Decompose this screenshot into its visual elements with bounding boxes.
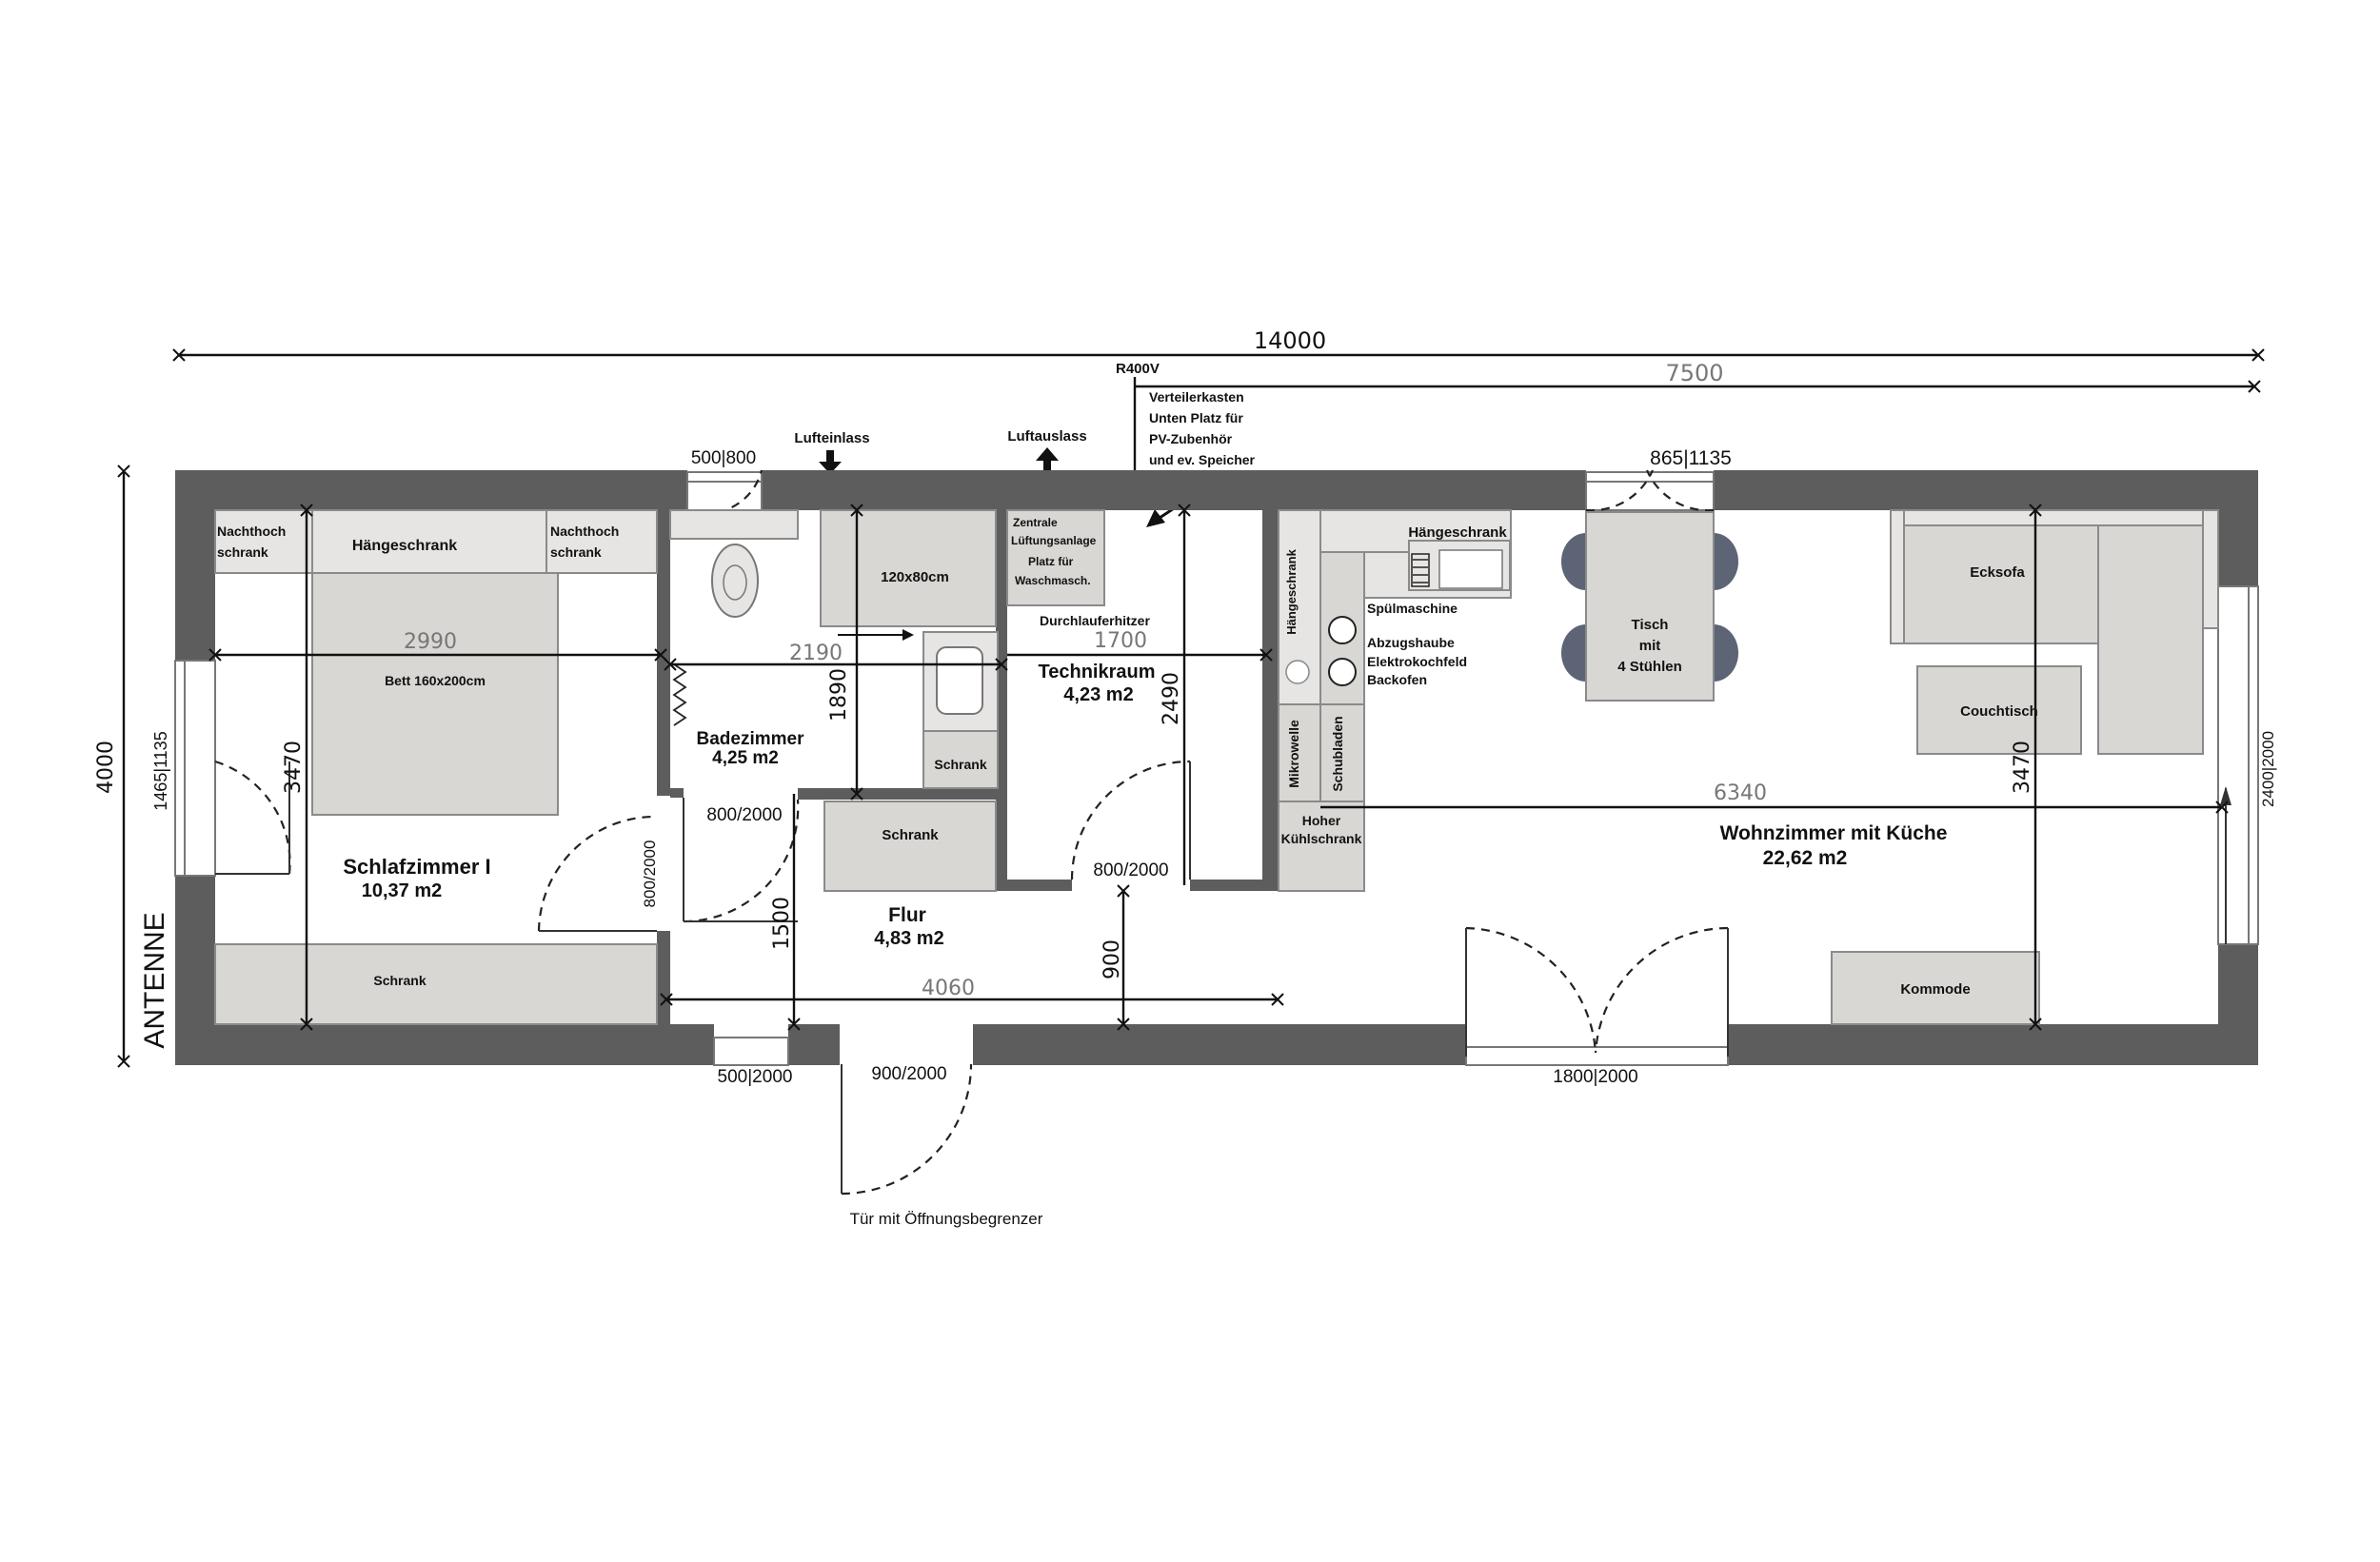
table-line1: Tisch [1632, 617, 1669, 633]
living-width-label: 3470 [2011, 741, 2034, 794]
bedroom-furniture [214, 509, 658, 1025]
living-length-label: 6340 [1714, 781, 1767, 805]
dresser [1831, 951, 2040, 1025]
hallway-area: 4,83 m2 [874, 928, 943, 949]
air-outlet-label: Luftauslass [1007, 428, 1086, 445]
distribution-line-1: Verteilerkasten [1149, 389, 1244, 405]
tech-height-label: 2490 [1160, 672, 1183, 725]
hob-icon [1328, 616, 1357, 644]
nachthoch-left-line1: Nachthoch [217, 524, 286, 539]
interior-dimensions: 2990 3470 2190 1890 1700 2490 6340 [208, 504, 2229, 1031]
sofa [1890, 509, 2219, 755]
terrace-door-label: 1800|2000 [1553, 1067, 1637, 1087]
ventilation-unit [1006, 509, 1105, 606]
dining-table [1561, 511, 1738, 702]
air-inlet: Lufteinlass [794, 430, 870, 474]
right-section-label: 7500 [1665, 360, 1723, 386]
antenna-label: ANTENNE [139, 912, 170, 1048]
ventilation-line3: Platz für [1028, 555, 1074, 568]
technical-name: Technikraum [1039, 662, 1156, 682]
table-line2: mit [1639, 638, 1661, 654]
door-note-label: Tür mit Öffnungsbegrenzer [850, 1210, 1043, 1228]
haengeschrank-bed-label: Hängeschrank [352, 538, 457, 554]
ventilation-line2: Lüftungsanlage [1011, 534, 1097, 547]
dresser-label: Kommode [1900, 981, 1970, 998]
top-window-left-label: 500|800 [691, 448, 756, 468]
bedroom-area: 10,37 m2 [362, 880, 443, 901]
schrank-bed-label: Schrank [373, 973, 426, 988]
shower-label: 120x80cm [881, 569, 949, 585]
arrow-up-icon [1036, 447, 1059, 461]
radiator-icon [672, 663, 687, 726]
windows [174, 471, 2259, 1066]
living-name: Wohnzimmer mit Küche [1720, 822, 1948, 844]
walls [175, 470, 2258, 1065]
dimension-overall-length: 14000 [172, 327, 2265, 362]
microwave-label: Mikrowelle [1286, 720, 1301, 788]
distribution-line-3: PV-Zubenhör [1149, 431, 1233, 446]
water-heater-label: Durchlauferhitzer [1040, 613, 1150, 628]
bedroom-width-label: 3470 [282, 741, 306, 794]
haengeschrank-kitchen-v-label: Hängeschrank [1284, 548, 1299, 634]
dishwasher-label: Spülmaschine [1367, 601, 1458, 616]
door-tech-label: 800/2000 [1093, 860, 1168, 880]
coffee-table [1916, 665, 2082, 755]
bath-length-label: 2190 [789, 642, 843, 665]
haengeschrank-kitchen-label: Hängeschrank [1408, 524, 1507, 541]
nachthoch-left-line2: schrank [217, 544, 268, 560]
arrow-down-icon [819, 462, 842, 474]
appliance-line1: Abzugshaube [1367, 635, 1455, 650]
dimension-overall-width: 4000 [94, 465, 130, 1068]
bedroom-window-label: 1465|1135 [151, 731, 170, 810]
bathroom-area: 4,25 m2 [712, 748, 779, 768]
tech-length-label: 1700 [1094, 629, 1147, 653]
air-inlet-label: Lufteinlass [794, 430, 869, 446]
appliance-line3: Backofen [1367, 672, 1427, 687]
bottom-window-left-label: 500|2000 [718, 1067, 793, 1087]
bath-height-label: 1890 [827, 668, 851, 722]
bathroom-name: Badezimmer [697, 729, 805, 749]
schrank-bath-label: Schrank [934, 757, 986, 772]
overall-width-label: 4000 [94, 741, 118, 794]
table-line3: 4 Stühlen [1617, 659, 1682, 675]
entrance-door-label: 900/2000 [871, 1064, 946, 1084]
doors [214, 469, 2231, 1196]
overall-length-label: 14000 [1254, 327, 1326, 354]
kitchen-furniture [1278, 509, 1512, 892]
appliance-line2: Elektrokochfeld [1367, 654, 1467, 669]
sofa-label: Ecksofa [1970, 564, 2025, 581]
dimension-right-section: 7500 R400V [1116, 360, 2261, 510]
bedroom-name: Schlafzimmer I [343, 855, 490, 879]
hall-depth-label: 1500 [770, 897, 794, 950]
coffee-table-label: Couchtisch [1960, 703, 2038, 720]
living-area: 22,62 m2 [1763, 847, 1848, 869]
door-bath-label: 800/2000 [706, 805, 782, 825]
nachthoch-right-line2: schrank [550, 544, 602, 560]
fridge-line1: Hoher [1302, 813, 1341, 828]
distribution-line-4: und ev. Speicher [1149, 452, 1256, 467]
hall-front-label: 900 [1101, 939, 1124, 979]
hall-length-label: 4060 [922, 977, 975, 1000]
distribution-line-2: Unten Platz für [1149, 410, 1243, 425]
bath-furniture [669, 509, 999, 892]
ventilation-line1: Zentrale [1013, 516, 1058, 529]
nachthoch-right-line1: Nachthoch [550, 524, 619, 539]
door-bath-vertical-label: 800/2000 [641, 840, 659, 908]
toilet-icon [711, 544, 759, 618]
air-outlet: Luftauslass [1007, 428, 1087, 473]
bed-label: Bett 160x200cm [385, 673, 486, 688]
drawers-label: Schubladen [1330, 716, 1345, 791]
power-label: R400V [1116, 361, 1160, 377]
top-window-right-label: 865|1135 [1650, 447, 1732, 469]
right-window-label: 2400|2000 [2259, 731, 2277, 807]
ventilation-line4: Waschmasch. [1015, 574, 1091, 587]
bedroom-length-label: 2990 [404, 630, 457, 654]
hallway-name: Flur [888, 904, 926, 926]
sink-icon [936, 646, 983, 715]
distribution-box-note: Verteilerkasten Unten Platz für PV-Zuben… [1146, 389, 1256, 527]
schrank-hall-label: Schrank [882, 827, 939, 843]
technical-area: 4,23 m2 [1063, 684, 1133, 705]
fridge-line2: Kühlschrank [1281, 831, 1362, 846]
